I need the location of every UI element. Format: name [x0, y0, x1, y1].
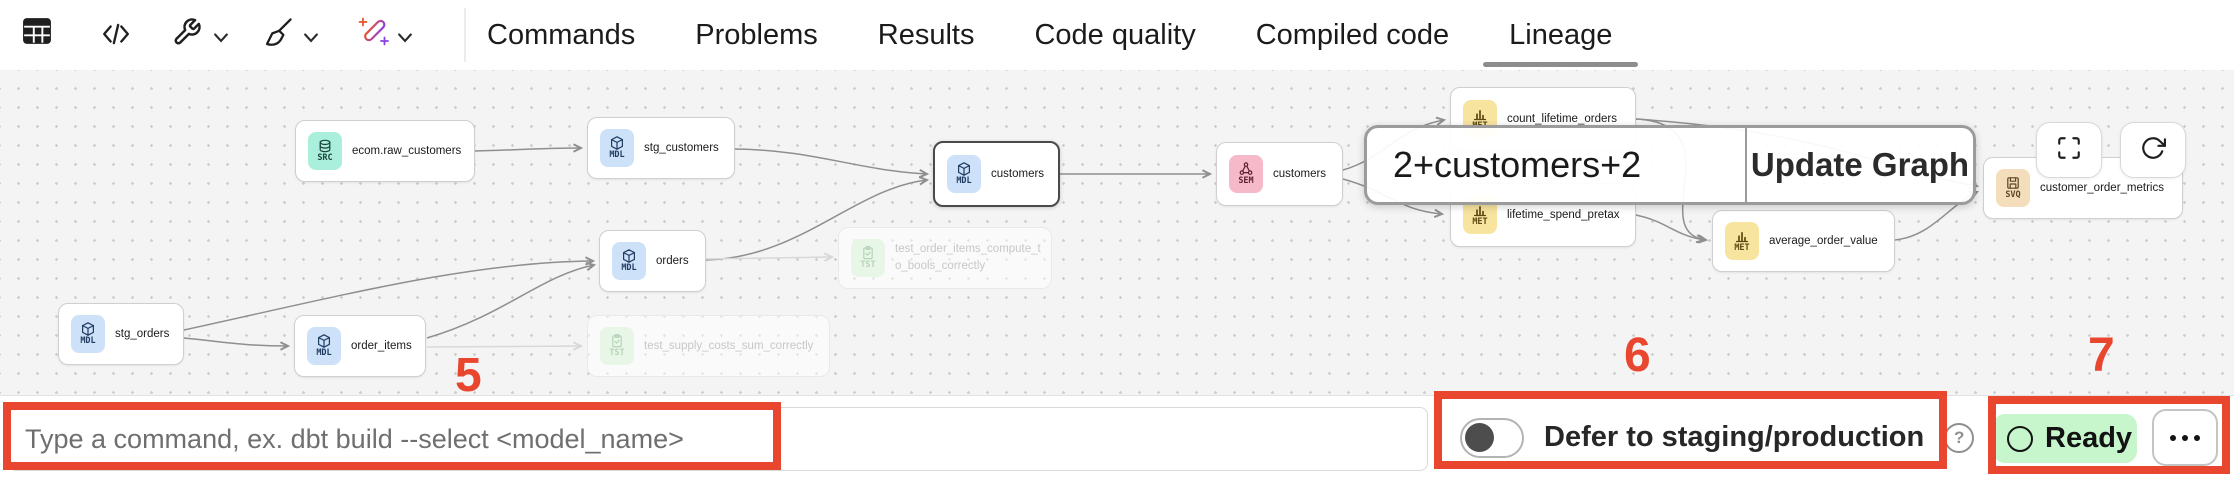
lineage-node-customers_sem[interactable]: SEM customers	[1216, 142, 1343, 206]
cube-icon: MDL	[612, 242, 646, 280]
magic-wand-icon[interactable]	[358, 16, 390, 53]
lineage-node-tst_supply[interactable]: TST test_supply_costs_sum_correctly	[587, 315, 830, 377]
tab-results[interactable]: Results	[877, 18, 975, 51]
defer-control: Defer to staging/production ?	[1460, 396, 1975, 478]
defer-toggle[interactable]	[1460, 417, 1524, 458]
toggle-knob	[1465, 422, 1494, 452]
graph-selector-overlay: 2+customers+2 Update Graph	[1364, 125, 1976, 205]
refresh-icon	[2140, 135, 2166, 166]
lineage-node-src_ecom[interactable]: SRC ecom.raw_customers	[295, 120, 475, 182]
node-label: stg_customers	[644, 141, 719, 154]
tab-bar: Commands Problems Results Code quality Compi…	[487, 0, 1639, 70]
wrench-icon[interactable]	[172, 17, 202, 52]
lineage-node-customers_mdl[interactable]: MDL customers	[933, 141, 1060, 207]
top-toolbar: Commands Problems Results Code quality Compi…	[0, 0, 2234, 70]
cube-icon: MDL	[947, 155, 981, 193]
help-icon[interactable]: ?	[1944, 422, 1975, 453]
lineage-node-tst_order_items[interactable]: TST test_order_items_compute_to_bools_cor…	[838, 227, 1052, 289]
node-label: customer_order_metrics	[2040, 181, 2164, 194]
lineage-node-average_order_value[interactable]: MET average_order_value	[1712, 210, 1895, 272]
chevron-down-icon[interactable]	[214, 30, 228, 48]
broom-icon[interactable]	[262, 16, 294, 53]
share-icon: SEM	[1229, 155, 1263, 193]
lineage-node-stg_customers[interactable]: MDL stg_customers	[587, 117, 735, 179]
chart-icon: MET	[1725, 222, 1759, 260]
tab-problems[interactable]: Problems	[695, 18, 818, 51]
node-label: test_supply_costs_sum_correctly	[644, 339, 814, 352]
ready-status-icon	[2007, 425, 2033, 452]
cube-icon: MDL	[71, 315, 105, 353]
cube-icon: MDL	[307, 327, 341, 365]
refresh-graph-button[interactable]	[2120, 122, 2186, 178]
ellipsis-icon	[2170, 434, 2176, 441]
tab-code-quality[interactable]: Code quality	[1034, 18, 1196, 51]
code-icon[interactable]	[100, 19, 132, 54]
chevron-down-icon[interactable]	[398, 30, 412, 48]
node-label: average_order_value	[1769, 234, 1878, 247]
expand-icon	[2056, 135, 2082, 166]
status-badge[interactable]: Ready	[1993, 414, 2137, 463]
node-label: test_order_items_compute_to_bools_correc…	[895, 243, 1041, 272]
node-label: lifetime_spend_pretax	[1507, 208, 1620, 221]
ellipsis-icon	[2182, 434, 2188, 441]
lineage-node-orders[interactable]: MDL orders	[599, 230, 706, 292]
node-label: orders	[656, 254, 689, 267]
node-label: stg_orders	[115, 327, 170, 340]
floppy-icon: SVQ	[1996, 169, 2030, 207]
bottom-command-bar: Defer to staging/production ? Ready	[0, 395, 2234, 478]
node-label: customers	[991, 167, 1045, 180]
command-input[interactable]	[8, 407, 1428, 471]
fullscreen-button[interactable]	[2036, 122, 2102, 178]
lineage-node-order_items[interactable]: MDL order_items	[294, 315, 426, 377]
more-options-button[interactable]	[2152, 409, 2218, 466]
chevron-down-icon[interactable]	[304, 30, 318, 48]
tab-lineage[interactable]: Lineage	[1483, 0, 1639, 70]
toolbar-divider	[464, 8, 466, 62]
clipboard-icon: TST	[851, 239, 885, 277]
defer-label: Defer to staging/production	[1544, 421, 1925, 453]
tab-commands[interactable]: Commands	[487, 18, 636, 51]
tab-compiled-code[interactable]: Compiled code	[1255, 18, 1450, 51]
status-label: Ready	[2045, 422, 2133, 454]
selector-input[interactable]: 2+customers+2	[1367, 128, 1747, 202]
database-icon: SRC	[308, 132, 342, 170]
node-label: customers	[1273, 167, 1327, 180]
table-icon[interactable]	[22, 16, 52, 51]
update-graph-button[interactable]: Update Graph	[1750, 146, 1970, 183]
node-label: ecom.raw_customers	[352, 144, 462, 157]
node-label: order_items	[351, 339, 412, 352]
node-label: count_lifetime_orders	[1507, 112, 1617, 125]
cube-icon: MDL	[600, 129, 634, 167]
ellipsis-icon	[2194, 434, 2200, 441]
clipboard-icon: TST	[600, 327, 634, 365]
lineage-node-stg_orders[interactable]: MDL stg_orders	[58, 303, 184, 365]
